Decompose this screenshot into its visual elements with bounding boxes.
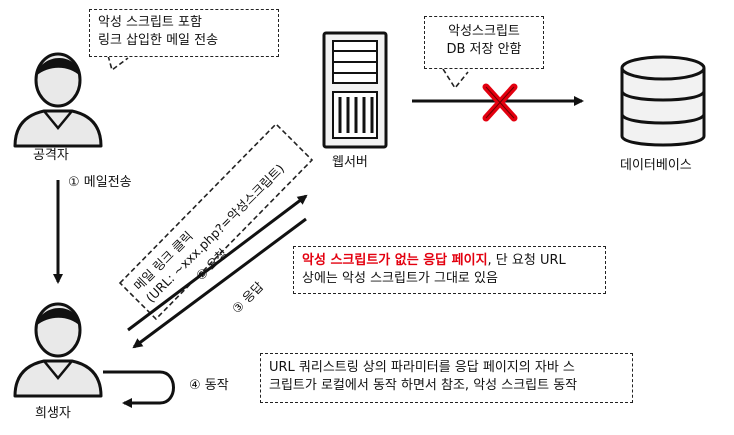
database-label: 데이터베이스: [620, 158, 692, 173]
response-note-rest: , 단 요청 URL: [487, 253, 566, 268]
action-note: URL 쿼리스트링 상의 파라미터를 응답 페이지의 자바 스 크립트가 로컬에…: [260, 353, 633, 403]
response-note: 악성 스크립트가 없는 응답 페이지, 단 요청 URL 상에는 악성 스크립트…: [293, 246, 606, 294]
response-arrow: [132, 217, 307, 349]
action-note-line1: URL 쿼리스트링 상의 파라미터를 응답 페이지의 자바 스: [269, 360, 575, 375]
request-arrow: [127, 194, 308, 332]
db-note-line1: 악성스크립트: [448, 24, 520, 39]
response-note-line2: 상에는 악성 스크립트가 그대로 있음: [302, 271, 498, 286]
webserver-label: 웹서버: [332, 155, 368, 170]
attacker-note: 악성 스크립트 포함 링크 삽입한 메일 전송: [89, 9, 279, 57]
attacker-note-line1: 악성 스크립트 포함: [98, 15, 202, 30]
db-note: 악성스크립트 DB 저장 안함: [424, 16, 544, 69]
database-icon: [620, 55, 706, 147]
attacker-label: 공격자: [33, 148, 69, 163]
attacker-note-line2: 링크 삽입한 메일 전송: [98, 33, 219, 48]
db-note-line2: DB 저장 안함: [446, 42, 522, 57]
victim-icon: [13, 302, 103, 398]
link-note-box: [118, 122, 314, 321]
step-mail-label: ① 메일전송: [68, 175, 132, 190]
attacker-icon: [13, 52, 103, 148]
step-action-label: ④ 동작: [189, 378, 229, 393]
action-note-line2: 크립트가 로컬에서 동작 하면서 참조, 악성 스크립트 동작: [269, 378, 578, 393]
blocked-cross-icon: [482, 83, 518, 122]
response-note-highlight: 악성 스크립트가 없는 응답 페이지: [302, 253, 488, 268]
response-note-line1: 악성 스크립트가 없는 응답 페이지, 단 요청 URL: [302, 252, 597, 270]
action-loop-arrow: [103, 370, 175, 408]
victim-label: 희생자: [35, 406, 71, 421]
server-icon: [322, 31, 388, 149]
attacker-note-tail: [105, 47, 129, 72]
db-note-tail: [442, 68, 469, 90]
